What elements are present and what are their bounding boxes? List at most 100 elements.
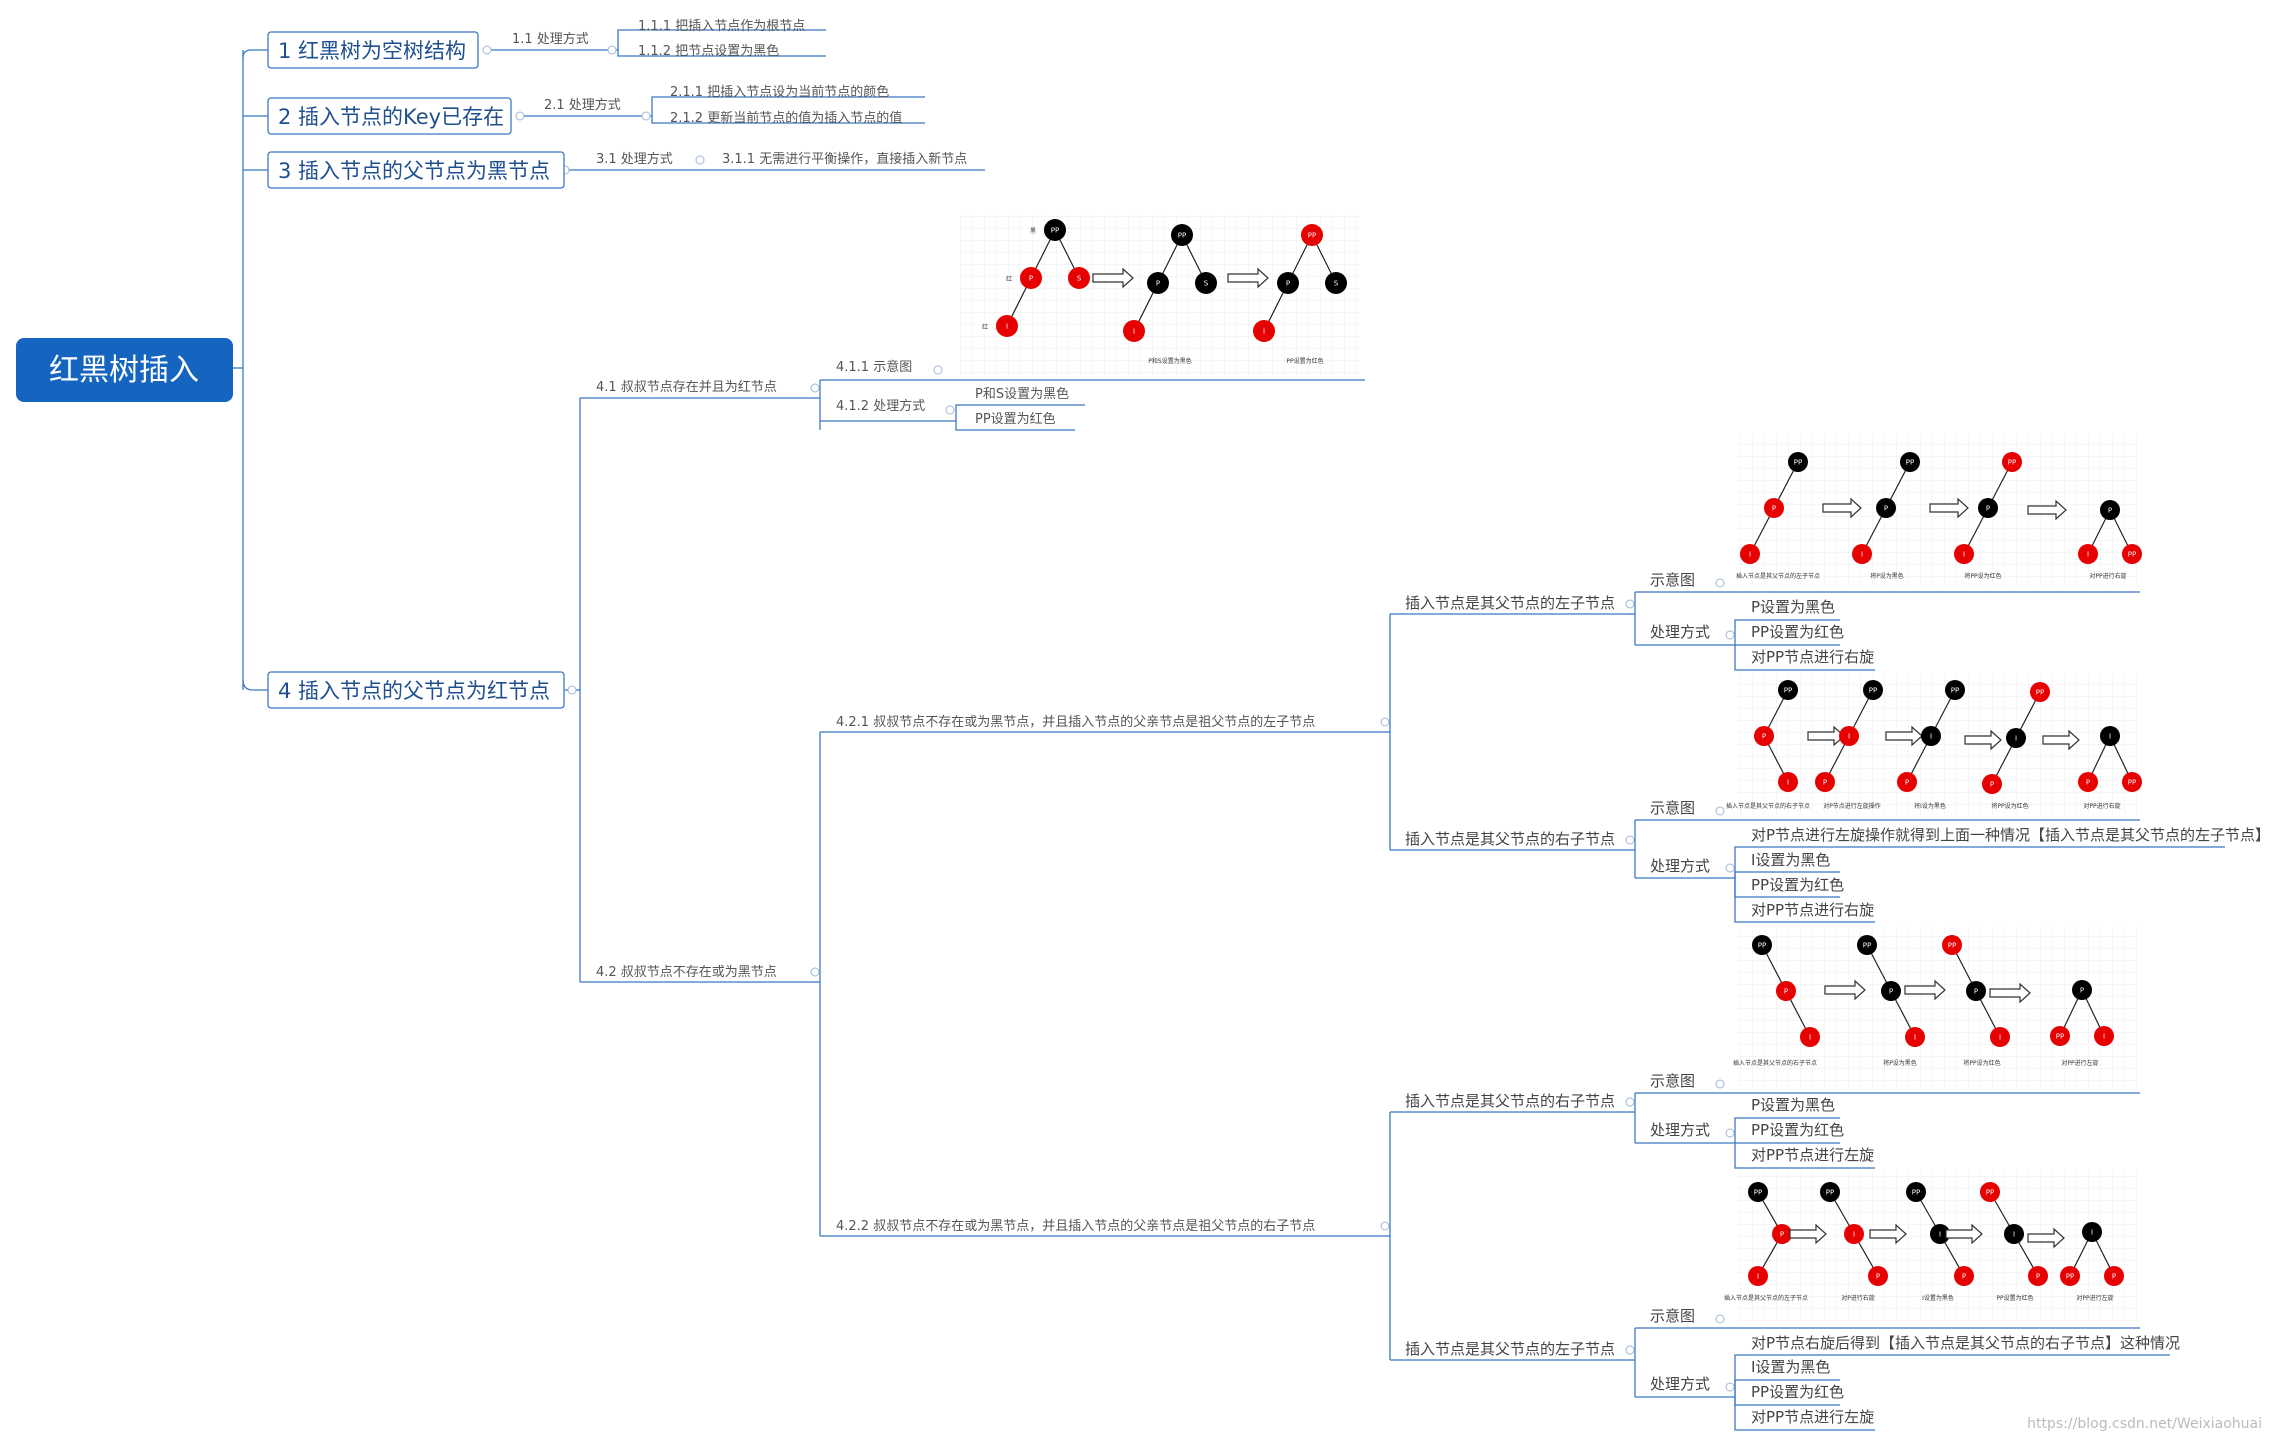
- case-4-2-1-right-diagram-label: 示意图: [1650, 799, 1695, 817]
- side-letter: 红: [982, 323, 988, 331]
- branch-1-item-2: 1.1.2 把节点设置为黑色: [638, 43, 779, 59]
- tree-node-i: [2082, 1222, 2102, 1242]
- case-4-2-2-left-diagram-label: 示意图: [1650, 1307, 1695, 1325]
- root-node[interactable]: 红黑树插入: [16, 338, 233, 402]
- case-4-2-1-left-step-2: PP设置为红色: [1751, 623, 1844, 641]
- tree-node-i: [996, 315, 1018, 337]
- tree-node-label: I: [2103, 1033, 2105, 1041]
- tree-node-label: S: [1204, 280, 1209, 288]
- topic-parent-red[interactable]: 4 插入节点的父节点为红节点: [267, 671, 565, 709]
- tree-node-label: PP: [1308, 232, 1316, 240]
- case-4-2-1-left-label: 插入节点是其父节点的左子节点: [1405, 594, 1615, 612]
- tree-node-s: [1325, 272, 1347, 294]
- tree-node-p: [1868, 1266, 1888, 1286]
- diagram-caption: PP设置为红色: [1286, 357, 1323, 365]
- tree-node-label: PP: [1758, 942, 1766, 950]
- case-4-2-2-left-step-2: I设置为黑色: [1751, 1358, 1830, 1376]
- tree-node-label: PP: [1863, 942, 1871, 950]
- tree-node-label: P: [2086, 779, 2090, 787]
- tree-node-label: I: [1930, 733, 1932, 741]
- tree-node-p: [1277, 272, 1299, 294]
- diagram-caption: 将PP设为红色: [1991, 802, 2028, 810]
- tree-node-label: P: [1884, 505, 1888, 513]
- root-title: 红黑树插入: [49, 353, 199, 388]
- topic-parent-red-label: 4 插入节点的父节点为红节点: [278, 679, 550, 703]
- case-4-2-1-right-texts: 插入节点是其父节点的右子节点 示意图 处理方式 对P节点进行左旋操作就得到上面一…: [1405, 799, 2269, 919]
- tree-node-s: [1195, 272, 1217, 294]
- tree-node-label: I: [1848, 733, 1850, 741]
- tree-node-label: PP: [2066, 1273, 2074, 1281]
- tree-node-label: P: [1156, 280, 1160, 288]
- tree-node-p: [2078, 772, 2098, 792]
- tree-node-p: [1954, 1266, 1974, 1286]
- tree-node-p: [1978, 498, 1998, 518]
- transform-arrow-icon: [1789, 1223, 1827, 1245]
- diagram-caption: PP设置为红色: [1996, 1294, 2033, 1302]
- tree-node-label: P: [1780, 1231, 1784, 1239]
- tree-node-pp: [1820, 1182, 1840, 1202]
- tree-node-p: [1772, 1224, 1792, 1244]
- tree-node-label: P: [1905, 779, 1909, 787]
- tree-node-i: [2094, 1026, 2114, 1046]
- tree-node-p: [2072, 980, 2092, 1000]
- case-4-1-diagram-label: 4.1.1 示意图: [836, 359, 912, 375]
- topic-key-exists[interactable]: 2 插入节点的Key已存在: [267, 97, 512, 135]
- case-4-2-2-left-step-3: PP设置为红色: [1751, 1383, 1844, 1401]
- tree-node-pp: [1044, 219, 1066, 241]
- tree-node-i: [1852, 544, 1872, 564]
- tree-node-i: [1905, 1027, 1925, 1047]
- side-letter: 黑: [1030, 228, 1036, 235]
- tree-node-label: PP: [1869, 687, 1877, 695]
- case-4-2-1-left-step-1: P设置为黑色: [1751, 598, 1835, 616]
- case-4-2-2-right-step-3: 对PP节点进行左旋: [1751, 1146, 1874, 1164]
- tree-node-p: [1147, 272, 1169, 294]
- tree-node-pp: [2002, 452, 2022, 472]
- tree-node-i: [1740, 544, 1760, 564]
- tree-node-label: I: [2109, 733, 2111, 741]
- tree-node-label: PP: [2056, 1033, 2064, 1041]
- transform-arrow-icon: [1964, 729, 2002, 751]
- tree-node-i: [2006, 728, 2026, 748]
- tree-node-label: I: [1749, 551, 1751, 559]
- tree-node-label: PP: [1794, 459, 1802, 467]
- tree-node-label: P: [2112, 1273, 2116, 1281]
- tree-node-label: P: [2036, 1273, 2040, 1281]
- tree-node-i: [1123, 320, 1145, 342]
- tree-node-label: P: [1876, 1273, 1880, 1281]
- tree-node-pp: [1980, 1182, 2000, 1202]
- topic-empty-tree-label: 1 红黑树为空树结构: [278, 39, 466, 63]
- tree-node-i: [1253, 320, 1275, 342]
- transform-arrow-icon: [1092, 267, 1134, 289]
- tree-node-label: I: [2091, 1229, 2093, 1237]
- diagram-caption: P和S设置为黑色: [1148, 357, 1191, 365]
- tree-node-pp: [1942, 935, 1962, 955]
- case-4-1-texts: 4.1 叔叔节点存在并且为红节点 4.1.1 示意图 4.1.2 处理方式 P和…: [596, 359, 1069, 427]
- case-4-2-2-left-label: 插入节点是其父节点的左子节点: [1405, 1340, 1615, 1358]
- tree-node-pp: [2030, 682, 2050, 702]
- branch-1-item-1: 1.1.1 把插入节点作为根节点: [638, 19, 805, 34]
- topic-empty-tree[interactable]: 1 红黑树为空树结构: [267, 31, 479, 69]
- topic-parent-black[interactable]: 3 插入节点的父节点为黑节点: [267, 151, 565, 189]
- case-4-2-1-left-handling-label: 处理方式: [1650, 623, 1710, 641]
- tree-node-label: I: [1263, 328, 1265, 336]
- tree-node-label: I: [1853, 1231, 1855, 1239]
- tree-node-pp: [2050, 1026, 2070, 1046]
- collapse-markers[interactable]: [482, 45, 1735, 1392]
